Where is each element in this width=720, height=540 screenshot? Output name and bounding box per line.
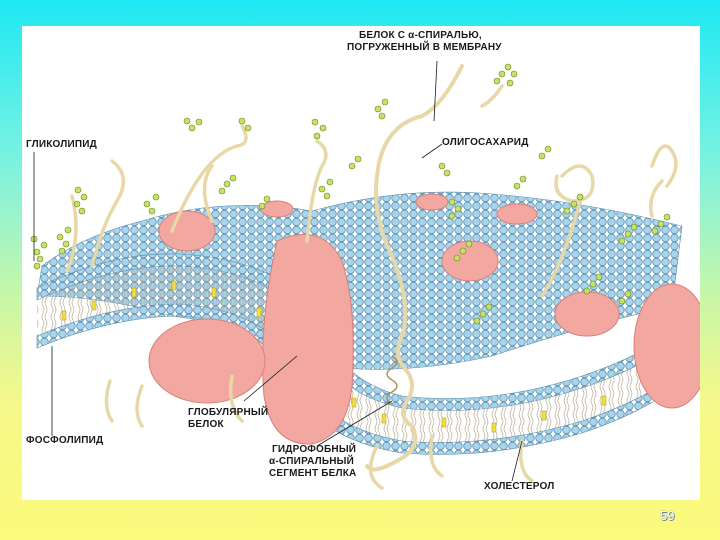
right-center-protein <box>554 291 620 337</box>
helix-protein-chain <box>365 64 464 472</box>
label-oligosaccharide: ОЛИГОСАХАРИД <box>442 137 529 148</box>
label-glycolipid: ГЛИКОЛИПИД <box>26 139 97 150</box>
globular-proteins <box>148 193 700 445</box>
top-right-small-protein <box>496 203 538 225</box>
oligosaccharide-chains <box>30 63 671 325</box>
upper-left-protein <box>158 210 216 252</box>
label-phospholipid: ФОСФОЛИПИД <box>26 435 104 446</box>
label-globular-1: ГЛОБУЛЯРНЫЙ <box>188 407 269 418</box>
helix-coil <box>386 355 398 405</box>
label-hydrophobic-1: ГИДРОФОБНЫЙ <box>272 444 357 455</box>
page-number: 59 <box>660 508 675 523</box>
big-globular-protein <box>262 233 354 445</box>
label-helix-protein-1: БЕЛОК С α-СПИРАЛЬЮ, <box>359 30 482 41</box>
label-helix-protein-2: ПОГРУЖЕННЫЙ В МЕМБРАНУ <box>347 42 502 53</box>
top-small-protein <box>415 193 449 211</box>
label-hydrophobic-2: α-СПИРАЛЬНЫЙ <box>269 456 355 467</box>
leader-lines <box>33 60 523 482</box>
label-globular-2: БЕЛОК <box>188 419 224 430</box>
membrane-diagram <box>30 60 700 490</box>
label-hydrophobic-3: СЕГМЕНТ БЕЛКА <box>269 468 357 479</box>
label-cholesterol: ХОЛЕСТЕРОЛ <box>484 481 555 492</box>
slide-frame: БЕЛОК С α-СПИРАЛЬЮ, ПОГРУЖЕННЫЙ В МЕМБРА… <box>22 26 700 500</box>
hydrophobic-core <box>37 265 682 443</box>
top-left-small-protein <box>260 200 294 218</box>
right-edge-protein <box>633 283 700 409</box>
lower-left-protein <box>148 318 266 404</box>
protein-chains <box>65 84 678 490</box>
